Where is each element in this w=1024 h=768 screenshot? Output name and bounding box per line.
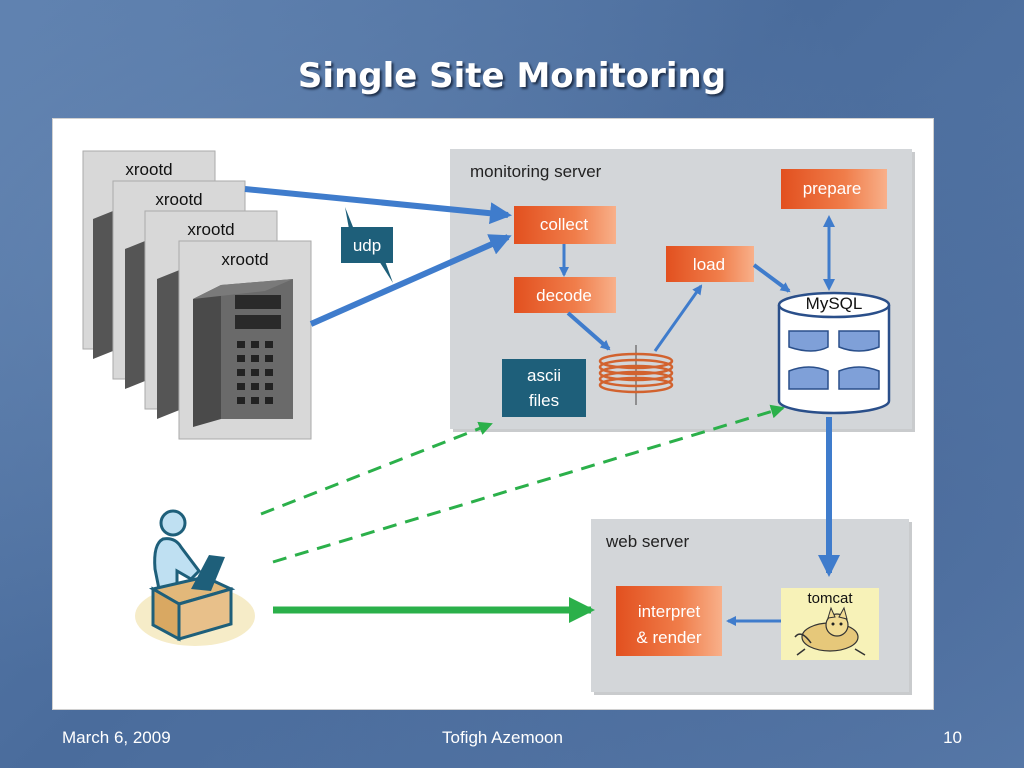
xrootd-label-2: xrootd [155, 190, 202, 209]
prepare-box: prepare [781, 169, 887, 209]
collect-box: collect [514, 206, 616, 244]
footer-date: March 6, 2009 [62, 728, 171, 747]
tomcat-cat-icon [794, 606, 866, 656]
xrootd-label-3: xrootd [187, 220, 234, 239]
udp-callout: udp [341, 207, 393, 283]
database-grid-icon [788, 330, 880, 390]
tomcat-label: tomcat [807, 590, 853, 607]
load-label: load [693, 255, 725, 274]
load-box: load [666, 246, 754, 282]
interpret-label-line1: interpret [638, 602, 701, 621]
user-computer-icon [135, 509, 255, 646]
udp-arrow-bottom [309, 234, 512, 327]
udp-label: udp [353, 236, 381, 255]
prepare-mysql-arrow [823, 215, 835, 291]
decode-box: decode [514, 277, 616, 313]
diagram-panel: monitoring server web server xrootd xroo… [52, 118, 934, 710]
footer-author: Tofigh Azemoon [442, 728, 563, 747]
monitoring-diagram: monitoring server web server xrootd xroo… [82, 149, 915, 695]
tomcat-box: tomcat [781, 588, 879, 660]
files-to-load-arrow [653, 284, 703, 352]
ascii-files-box: ascii files [502, 359, 586, 417]
interpret-label-line2: & render [636, 628, 702, 647]
decode-label: decode [536, 286, 592, 305]
prepare-label: prepare [803, 179, 862, 198]
xrootd-label-4: xrootd [221, 250, 268, 269]
xrootd-label-1: xrootd [125, 160, 172, 179]
mysql-label: MySQL [806, 294, 863, 313]
user-to-mysql-dashed-arrow [272, 404, 785, 564]
file-coil-icon [598, 345, 674, 405]
ascii-files-label-line1: ascii [527, 366, 561, 385]
page-number: 10 [943, 728, 962, 747]
mysql-database: MySQL [777, 291, 891, 415]
interpret-render-box: interpret & render [616, 586, 722, 656]
ascii-files-label-line2: files [529, 391, 559, 410]
udp-arrow-top [244, 186, 512, 225]
slide-title: Single Site Monitoring [297, 56, 727, 96]
load-to-mysql-arrow [752, 263, 791, 293]
server-tower-icon [193, 279, 293, 427]
web-server-label: web server [605, 532, 689, 551]
decode-to-files-arrow [566, 311, 611, 351]
xrootd-server-4: xrootd [178, 240, 312, 440]
user-to-ascii-dashed-arrow [260, 421, 493, 516]
collect-label: collect [540, 215, 588, 234]
monitoring-server-label: monitoring server [470, 162, 602, 181]
